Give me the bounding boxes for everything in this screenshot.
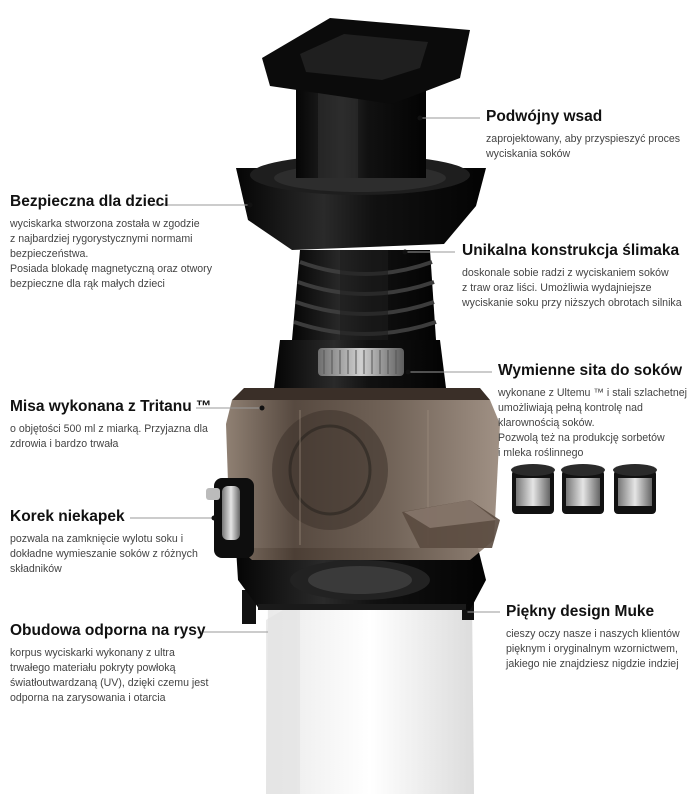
feature-description: wyciskarka stworzona została w zgodzie z… [10,218,212,290]
strainer-band [274,340,446,388]
strainer-1 [511,464,555,514]
feature-sieves: Wymienne sita do soków wykonane z Ultemu… [498,362,687,461]
feature-housing: Obudowa odporna na rysy korpus wyciskark… [10,622,208,706]
feature-design: Piękny design Muke cieszy oczy nasze i n… [506,603,680,672]
drip-stop-cap [206,478,254,558]
feature-description: doskonale sobie radzi z wyciskaniem sokó… [462,267,682,309]
feature-bowl: Misa wykonana z Tritanu ™ o objętości 50… [10,398,212,452]
top-lid [262,18,470,104]
feature-description: cieszy oczy nasze i naszych klientów pię… [506,628,680,670]
feature-double-feed: Podwójny wsad zaprojektowany, aby przysp… [486,108,680,162]
strainer-set [511,464,657,514]
feature-description: o objętości 500 ml z miarką. Przyjazna d… [10,423,208,450]
auger [292,250,437,340]
feature-child-safe: Bezpieczna dla dzieci wyciskarka stworzo… [10,193,212,292]
feature-title: Bezpieczna dla dzieci [10,193,169,210]
feature-title: Obudowa odporna na rysy [10,622,206,639]
feature-auger: Unikalna konstrukcja ślimaka doskonale s… [462,242,682,311]
feature-title: Piękny design Muke [506,603,655,620]
base-collar [236,548,486,610]
feature-description: zaprojektowany, aby przyspieszyć proces … [486,133,681,160]
feature-description: pozwala na zamknięcie wylotu soku i dokł… [10,533,198,575]
strainer-3 [613,464,657,514]
callout-lines [130,115,500,633]
feature-title: Wymienne sita do soków [498,362,683,379]
feature-title: Unikalna konstrukcja ślimaka [462,242,680,259]
housing [242,590,474,794]
strainer-2 [561,464,605,514]
feature-title: Korek niekapek [10,508,125,525]
feature-cap: Korek niekapek pozwala na zamknięcie wyl… [10,508,198,577]
feature-title: Misa wykonana z Tritanu ™ [10,398,212,415]
feature-description: wykonane z Ultemu ™ i stali szlachetnej … [498,387,688,459]
feature-title: Podwójny wsad [486,108,603,125]
tritan-bowl [226,388,500,560]
feature-description: korpus wyciskarki wykonany z ultra trwał… [10,647,209,704]
